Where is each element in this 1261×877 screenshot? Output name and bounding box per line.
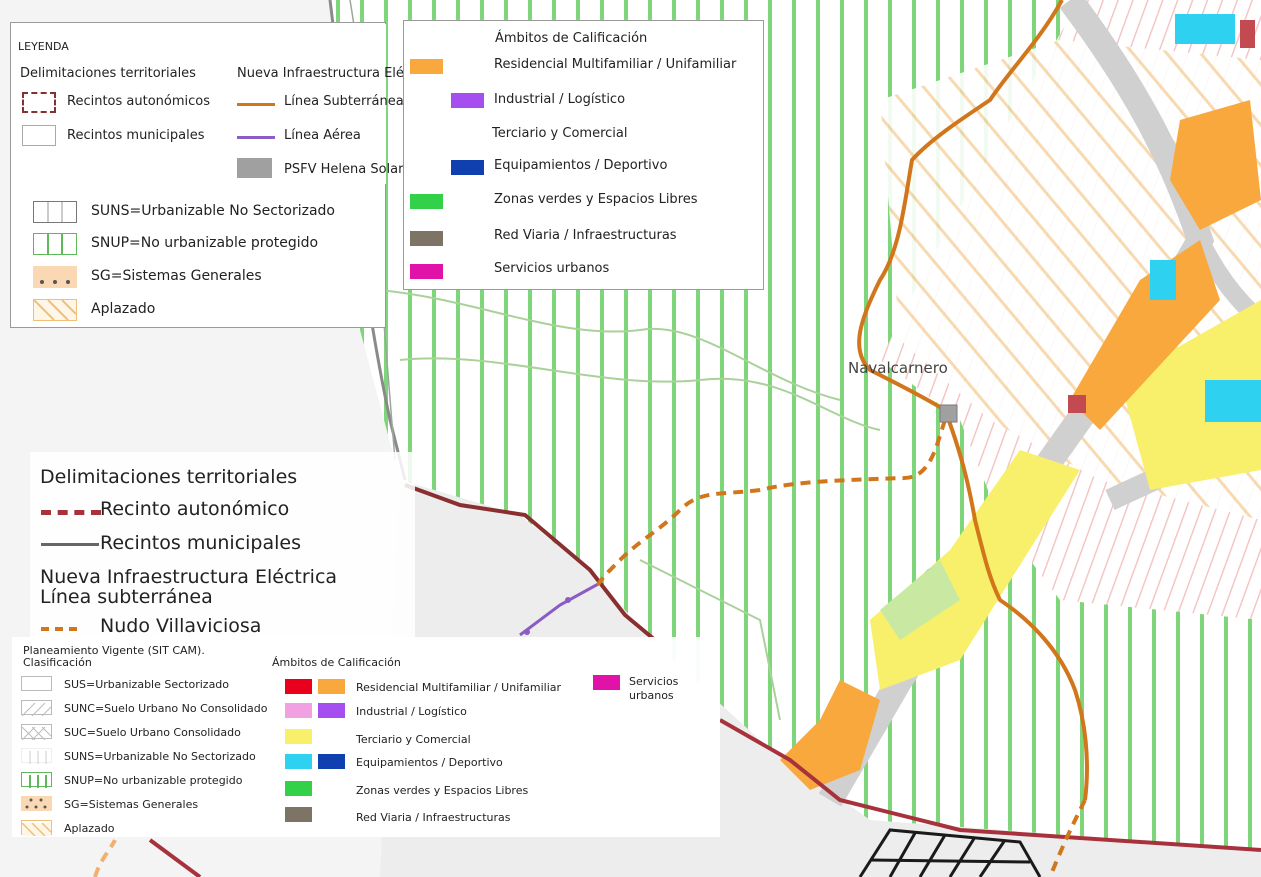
legend-clas-item-suns: SUNS=Urbanizable No Sectorizado: [91, 203, 335, 219]
dashed-box-icon: [22, 92, 56, 113]
legend-bottom-snup: SNUP=No urbanizable protegido: [64, 774, 243, 787]
map-label-navalcarnero: Navalcarnero: [848, 359, 948, 377]
legend-deli-nudo-villaviciosa: Nudo Villaviciosa: [100, 615, 262, 637]
zonas-verdes-swatch: [410, 194, 443, 209]
legend-bottom-sunc: SUNC=Suelo Urbano No Consolidado: [64, 702, 268, 715]
legend-infra-heading: Nueva Infraestructura Eléctrica: [237, 66, 441, 81]
servicios-swatch: [410, 264, 443, 279]
legend-psfv: PSFV Helena Solar 8: [284, 162, 416, 177]
legend-bottom-terciario: Terciario y Comercial: [356, 733, 471, 746]
legend-deli-infra-heading: Nueva Infraestructura Eléctrica: [40, 566, 338, 588]
dashed-red-line-icon: [41, 510, 101, 515]
industrial-swatch: [451, 93, 484, 108]
residencial-swatch: [318, 679, 345, 694]
green-hatch-icon: [33, 233, 77, 255]
purple-line-icon: [237, 136, 275, 139]
equip-light-swatch: [285, 754, 312, 769]
legend-bottom-industrial: Industrial / Logístico: [356, 705, 467, 718]
legend-delimitaciones-panel: Delimitaciones territoriales Recinto aut…: [30, 452, 415, 637]
industrial-light-swatch: [285, 703, 312, 718]
legend-deli-infra-sub: Línea subterránea: [40, 586, 213, 608]
legend-ambitos-title: Ámbitos de Calificación: [495, 31, 648, 46]
dots-icon: [33, 266, 77, 288]
legend-ambito-equipamientos: Equipamientos / Deportivo: [494, 158, 668, 173]
legend-bottom-servicios-1: Servicios: [629, 675, 679, 688]
legend-bottom-ambitos-title: Ámbitos de Calificación: [272, 656, 401, 669]
legend-deli-recintos-municipales: Recintos municipales: [100, 532, 301, 554]
red-viaria-swatch: [410, 231, 443, 246]
residencial-dark-swatch: [285, 679, 312, 694]
legend-deli-heading: Delimitaciones territoriales: [40, 466, 298, 488]
plain-box-icon: [22, 125, 56, 146]
legend-linea-subterranea: Línea Subterránea: [284, 94, 404, 109]
legend-bottom-title-1: Planeamiento Vigente (SIT CAM).: [23, 644, 205, 657]
dashed-orange-line-icon: [41, 627, 77, 631]
red-viaria-swatch: [285, 807, 312, 822]
orange-line-icon: [237, 103, 275, 106]
legend-bottom-panel: Planeamiento Vigente (SIT CAM). Clasific…: [12, 637, 720, 837]
legend-ambito-servicios: Servicios urbanos: [494, 261, 610, 276]
legend-ambito-residencial: Residencial Multifamiliar / Unifamiliar: [494, 57, 737, 72]
legend-bottom-servicios-2: urbanos: [629, 689, 674, 702]
legend-clas-item-snup: SNUP=No urbanizable protegido: [91, 235, 319, 251]
legend-recintos-municipales: Recintos municipales: [67, 128, 205, 143]
legend-bottom-sg: SG=Sistemas Generales: [64, 798, 199, 811]
terciario-swatch: [285, 729, 312, 744]
legend-ambito-industrial: Industrial / Logístico: [494, 92, 626, 107]
servicios-swatch: [593, 675, 620, 690]
legend-bottom-title-2: Clasificación: [23, 656, 92, 669]
green-hatch-icon: [21, 772, 52, 788]
legend-bottom-suns: SUNS=Urbanizable No Sectorizado: [64, 750, 256, 763]
legend-recintos-autonomicos: Recintos autonómicos: [67, 94, 210, 109]
orange-hatch-icon: [21, 820, 52, 837]
legend-ambito-red-viaria: Red Viaria / Infraestructuras: [494, 228, 677, 243]
legend-bottom-zonas-verdes: Zonas verdes y Espacios Libres: [356, 784, 529, 797]
legend-deli-recinto-autonomico: Recinto autonómico: [100, 498, 290, 520]
legend-clas-item-sg: SG=Sistemas Generales: [91, 268, 262, 284]
legend-bottom-suc: SUC=Suelo Urbano Consolidado: [64, 726, 241, 739]
equipamientos-swatch: [451, 160, 484, 175]
legend-bottom-equipamientos: Equipamientos / Deportivo: [356, 756, 503, 769]
legend-territorial-heading: Delimitaciones territoriales: [20, 66, 196, 81]
diagonal-hatch-icon: [21, 700, 52, 717]
plain-hatch-icon: [21, 676, 52, 691]
legend-bottom-residencial: Residencial Multifamiliar / Unifamiliar: [356, 681, 562, 694]
legend-bottom-aplazado: Aplazado: [64, 822, 115, 835]
legend-ambito-terciario: Terciario y Comercial: [492, 126, 628, 141]
legend-bottom-sus: SUS=Urbanizable Sectorizado: [64, 678, 230, 691]
zonas-verdes-swatch: [285, 781, 312, 796]
grey-line-icon: [41, 543, 99, 546]
legend-linea-aerea: Línea Aérea: [284, 128, 361, 143]
vertical-hatch-icon: [21, 748, 52, 764]
diagonal-hatch-icon: [33, 299, 77, 321]
legend-title: LEYENDA: [18, 40, 69, 53]
grey-square-icon: [237, 158, 272, 178]
legend-territorial-panel: LEYENDA Delimitaciones territoriales Nue…: [12, 24, 440, 184]
residencial-swatch: [410, 59, 443, 74]
legend-bottom-red-viaria: Red Viaria / Infraestructuras: [356, 811, 511, 824]
legend-ambito-zonas-verdes: Zonas verdes y Espacios Libres: [494, 192, 698, 207]
legend-clas-item-aplazado: Aplazado: [91, 301, 156, 317]
industrial-swatch: [318, 703, 345, 718]
dots-icon: [21, 796, 52, 811]
cross-hatch-icon: [21, 724, 52, 741]
vertical-hatch-icon: [33, 201, 77, 223]
legend-ambitos-panel: Ámbitos de Calificación Residencial Mult…: [403, 20, 764, 290]
equipamientos-swatch: [318, 754, 345, 769]
